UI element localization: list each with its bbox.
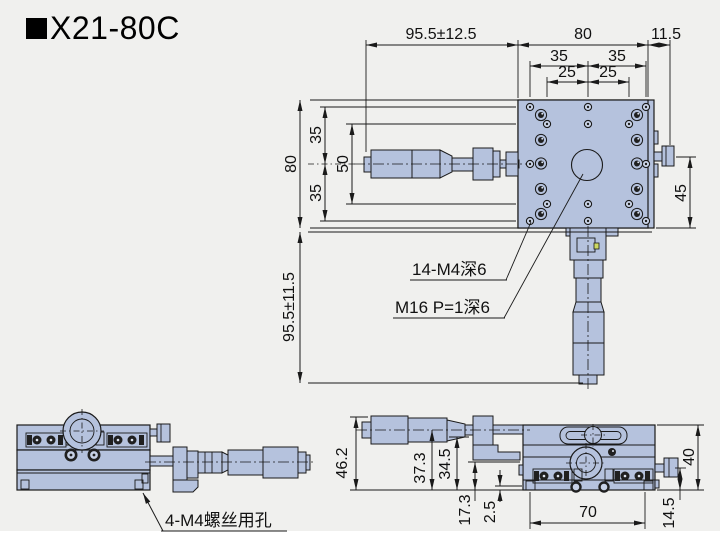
dim-row-span-50: 50	[335, 155, 352, 173]
section-marker-icon	[26, 18, 47, 39]
dim-knob-offset: 11.5	[651, 26, 681, 43]
dim-travel-vertical: 95.5±11.5	[281, 272, 298, 342]
dim-hole-span-35-right: 35	[608, 48, 626, 65]
front-center-boss	[566, 443, 616, 483]
top-view: 95.5±12.5 80 11.5 35 35 25 25 80 35 50 3…	[281, 26, 696, 392]
label-tapped-holes: 14-M4深6	[412, 260, 487, 279]
carriage-screws	[534, 108, 644, 221]
dim-bracket-height: 34.5	[437, 448, 454, 479]
dim-stage-height: 80	[283, 155, 300, 173]
tapped-hole-dots	[528, 105, 648, 223]
dimension-lines-top	[297, 42, 693, 383]
dim-row-bottom-35: 35	[308, 184, 325, 202]
dim-row-top-35: 35	[308, 126, 325, 144]
edge-tab	[653, 130, 659, 145]
side-base	[16, 469, 151, 491]
edge-tab	[653, 163, 659, 178]
dimension-lines-front	[353, 417, 701, 526]
label-mounting-holes: 4-M4螺丝用孔	[165, 511, 272, 530]
side-micrometer	[145, 446, 316, 493]
side-clamp-knob	[149, 423, 171, 443]
side-view: 4-M4螺丝用孔	[16, 409, 316, 532]
dim-travel-horizontal: 95.5±12.5	[405, 26, 476, 43]
accent-detail	[593, 242, 600, 250]
extension-lines-top	[308, 40, 696, 384]
front-bearing-rails	[532, 468, 654, 493]
callout-tapped-holes: 14-M4深6	[410, 221, 532, 281]
dim-hole-span-25-left: 25	[558, 64, 576, 81]
center-thread-circle	[570, 148, 604, 182]
label-center-thread: M16 P=1深6	[395, 298, 490, 317]
micrometer-x	[354, 147, 528, 181]
dim-axis-height: 37.3	[412, 452, 429, 483]
micrometer-y	[565, 226, 619, 392]
dim-knob-axis-height: 14.5	[661, 497, 678, 528]
side-mid-body	[16, 449, 151, 471]
center-boss	[60, 409, 104, 453]
dim-hole-span-35-left: 35	[550, 48, 568, 65]
callout-center-thread: M16 P=1深6	[393, 173, 584, 319]
front-view: 46.2 37.3 34.5 17.3 2.5 70 14.5 40	[334, 415, 704, 529]
bearing-rails	[25, 431, 148, 448]
side-screws	[64, 448, 101, 462]
front-micrometer	[356, 415, 530, 461]
page-title: X21-80C	[50, 10, 180, 46]
title-block: X21-80C	[26, 10, 180, 47]
slot-plate	[559, 424, 628, 447]
dim-base-step: 2.5	[482, 501, 499, 523]
dim-base-width: 70	[579, 504, 597, 521]
dim-stage-height-front: 40	[681, 448, 698, 466]
dim-hole-span-25-right: 25	[599, 64, 617, 81]
callout-mounting-holes: 4-M4螺丝用孔	[142, 492, 287, 532]
dim-total-height: 46.2	[334, 447, 351, 478]
clamp-knob-right	[653, 145, 675, 167]
dim-knob-axis-45: 45	[673, 184, 690, 202]
front-clamp-knob	[654, 457, 679, 478]
dim-stage-width: 80	[574, 26, 592, 43]
dim-table-height: 17.3	[457, 494, 474, 525]
